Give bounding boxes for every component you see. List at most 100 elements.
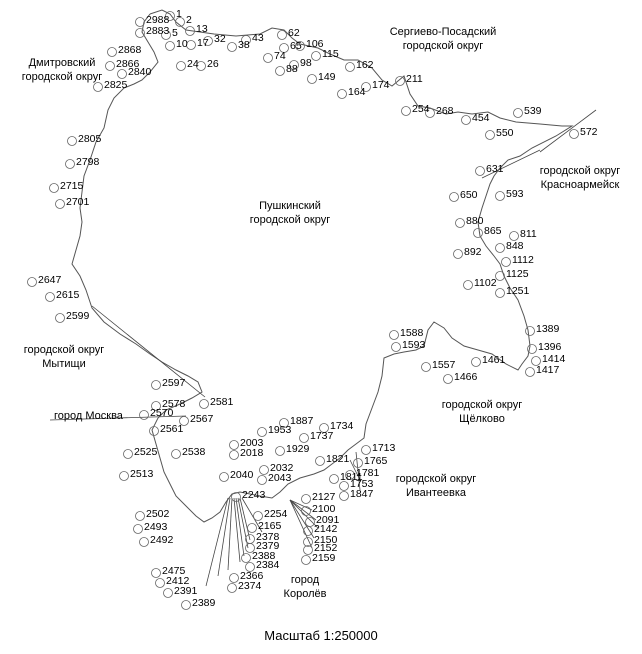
point-label: 1811 (340, 471, 363, 483)
boundary-point-marker (155, 578, 165, 588)
point-label: 149 (318, 71, 336, 83)
region-sergiev-posad: Сергиево-Посадский городской округ (389, 26, 497, 52)
point-label: 2 (186, 14, 192, 26)
point-label: 32 (214, 33, 226, 45)
boundary-point-marker (186, 40, 196, 50)
point-label: 593 (506, 188, 524, 200)
boundary-point-marker (263, 53, 273, 63)
point-label: 631 (486, 163, 504, 175)
region-moscow: город Москва (54, 410, 123, 422)
boundary-point-marker (307, 74, 317, 84)
boundary-point-marker (303, 537, 313, 547)
boundary-point-marker (196, 61, 206, 71)
boundary-point-marker (353, 458, 363, 468)
boundary-point-marker (227, 583, 237, 593)
boundary-point-marker (135, 511, 145, 521)
point-label: 1887 (290, 415, 314, 427)
point-label: 1112 (512, 254, 534, 266)
boundary-point-marker (279, 418, 289, 428)
boundary-point-marker (425, 108, 435, 118)
region-ivanteevka: городской округ Ивантеевка (395, 473, 477, 499)
point-label: 2378 (256, 531, 280, 543)
point-label: 1734 (330, 420, 354, 432)
boundary-point-marker (301, 555, 311, 565)
boundary-point-marker (301, 494, 311, 504)
point-label: 1396 (538, 341, 562, 353)
point-label: 43 (252, 32, 264, 44)
boundary-point-marker (139, 410, 149, 420)
boundary-point-marker (151, 401, 161, 411)
boundary-point-marker (315, 456, 325, 466)
boundary-point-marker (337, 89, 347, 99)
point-label: 2165 (258, 520, 282, 532)
point-label: 2647 (38, 274, 62, 286)
boundary-point-marker (245, 543, 255, 553)
point-label: 88 (286, 63, 298, 75)
boundary-point-marker (275, 446, 285, 456)
boundary-point-marker (495, 243, 505, 253)
point-label: 1765 (364, 455, 388, 467)
point-label: 24 (187, 58, 199, 70)
boundary-point-marker (319, 423, 329, 433)
boundary-point-marker (161, 30, 171, 40)
boundary-point-marker (421, 362, 431, 372)
boundary-point-marker (299, 433, 309, 443)
boundary-point-marker (227, 42, 237, 52)
boundary-point-marker (105, 61, 115, 71)
boundary-point-marker (45, 292, 55, 302)
boundary-point-marker (107, 47, 117, 57)
point-label: 454 (472, 112, 490, 124)
point-label: 1821 (326, 453, 350, 465)
boundary-point-marker (257, 475, 267, 485)
boundary-point-marker (149, 426, 159, 436)
region-mytishchi: городской округ Мытищи (23, 344, 105, 370)
boundary-point-marker (135, 17, 145, 27)
boundary-point-marker (139, 537, 149, 547)
boundary-point-marker (339, 491, 349, 501)
point-label: 2043 (268, 472, 292, 484)
point-label: 2412 (166, 575, 190, 587)
point-label: 2988 (146, 14, 170, 26)
point-label: 2868 (118, 44, 142, 56)
boundary-point-marker (241, 35, 251, 45)
point-label: 2825 (104, 79, 128, 91)
point-label: 5 (172, 27, 178, 39)
boundary-point-marker (245, 562, 255, 572)
boundary-point-marker (55, 313, 65, 323)
boundary-point-marker (361, 82, 371, 92)
boundary-point-marker (165, 11, 175, 21)
boundary-point-marker (175, 17, 185, 27)
boundary-point-marker (27, 277, 37, 287)
point-label: 2866 (116, 58, 140, 70)
point-label: 1737 (310, 430, 334, 442)
boundary-point-marker (495, 288, 505, 298)
point-label: 2798 (76, 156, 100, 168)
region-krasnoarmeysk: городской округ Красноармейск (539, 165, 621, 191)
boundary-point-marker (395, 76, 405, 86)
point-label: 2018 (240, 447, 264, 459)
point-label: 811 (520, 228, 537, 240)
point-label: 164 (348, 86, 366, 98)
point-label: 2254 (264, 508, 288, 520)
boundary-point-marker (361, 445, 371, 455)
point-label: 2493 (144, 521, 168, 533)
point-label: 2159 (312, 552, 336, 564)
point-label: 2615 (56, 289, 80, 301)
point-label: 2388 (252, 550, 276, 562)
region-dmitrovsky: Дмитровский городской округ (21, 57, 103, 83)
point-label: 2513 (130, 468, 154, 480)
point-label: 2040 (230, 469, 254, 481)
point-label: 2391 (174, 585, 198, 597)
boundary-point-marker (241, 553, 251, 563)
boundary-point-marker (67, 136, 77, 146)
boundary-point-marker (119, 471, 129, 481)
boundary-point-marker (275, 66, 285, 76)
point-label: 2150 (314, 534, 338, 546)
point-label: 650 (460, 189, 478, 201)
point-label: 115 (322, 48, 339, 60)
boundary-point-marker (453, 249, 463, 259)
point-label: 1125 (506, 268, 529, 280)
boundary-point-marker (176, 61, 186, 71)
point-label: 865 (484, 225, 502, 237)
boundary-point-marker (339, 481, 349, 491)
